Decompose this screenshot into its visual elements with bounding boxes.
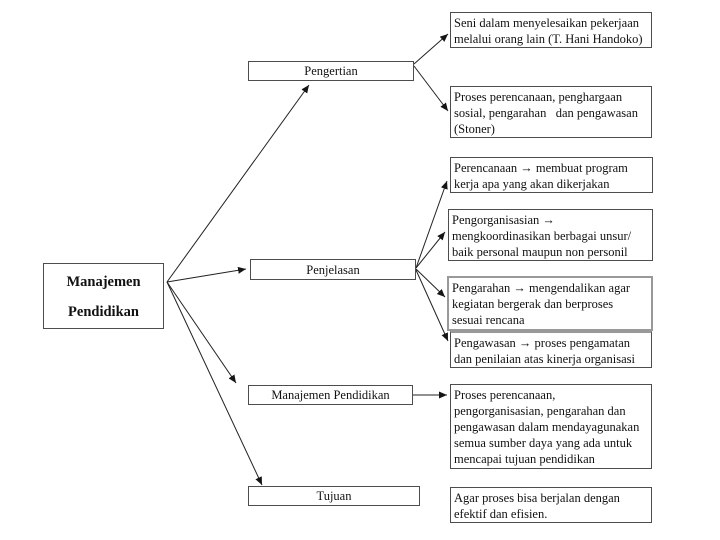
detail-definition-handoko: Seni dalam menyelesaikan pekerjaan melal… — [450, 12, 652, 48]
detail-tujuan-efektif-efisien: Agar proses bisa berjalan dengan efektif… — [450, 487, 652, 523]
node-pengertian: Pengertian — [248, 61, 414, 81]
node-penjelasan: Penjelasan — [250, 259, 416, 280]
detail-pengarahan: Pengarahan → mengendalikan agar kegiatan… — [447, 276, 653, 331]
connector-root-pengertian — [166, 84, 310, 283]
detail-definition-stoner: Proses perencanaan, penghargaan sosial, … — [450, 86, 652, 138]
connector-penjelasan-perencanaan — [415, 180, 448, 269]
connector-root-tujuan — [166, 281, 263, 486]
node-tujuan: Tujuan — [248, 486, 420, 506]
detail-proses-mendayagunakan: Proses perencanaan, pengorganisasian, pe… — [450, 384, 652, 469]
connector-penjelasan-pengarahan — [415, 268, 446, 298]
node-manajemen-pendidikan: Manajemen Pendidikan — [248, 385, 413, 405]
node-root-manajemen-pendidikan: Manajemen Pendidikan — [43, 263, 164, 329]
connector-pengertian-seni — [413, 33, 449, 65]
connector-root-penjelasan — [166, 266, 247, 283]
detail-pengorganisasian: Pengorganisasian → mengkoordinasikan ber… — [448, 209, 653, 261]
connector-penjelasan-pengorganisasian — [415, 231, 446, 269]
connector-root-manajemen — [166, 281, 237, 384]
detail-pengawasan: Pengawasan → proses pengamatan dan penil… — [450, 331, 652, 368]
connector-pengertian-stoner — [413, 65, 449, 112]
connector-penjelasan-pengawasan — [415, 269, 449, 342]
detail-perencanaan: Perencanaan → membuat program kerja apa … — [450, 157, 653, 193]
